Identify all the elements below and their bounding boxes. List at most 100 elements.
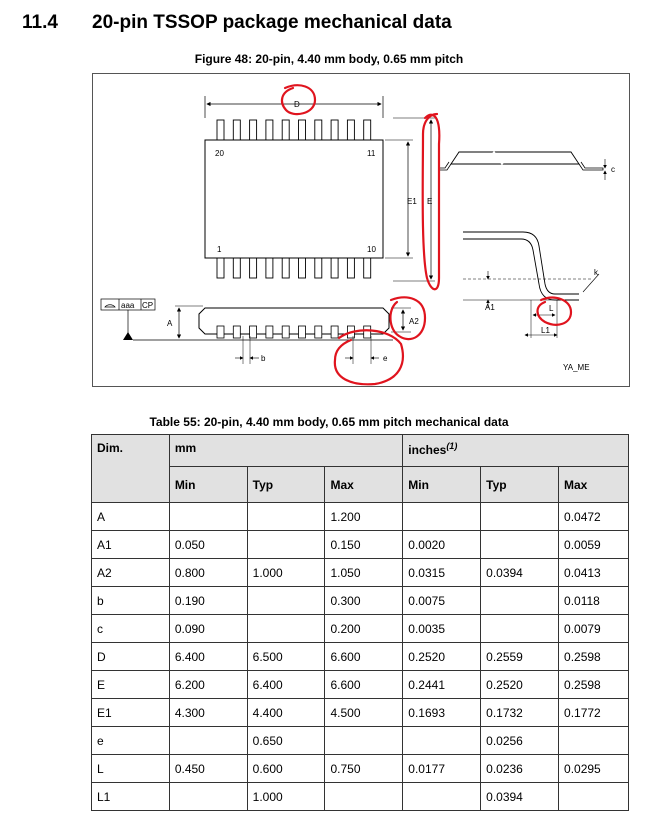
label-aaa: aaa <box>121 301 135 310</box>
cell: 6.600 <box>324 642 404 671</box>
cell: 6.600 <box>324 670 404 699</box>
header-dim: Dim. <box>91 434 170 503</box>
header-inches: inches(1) <box>402 434 629 467</box>
header-inches-label: inches <box>408 443 447 457</box>
cell <box>246 614 326 643</box>
label-a2: A2 <box>409 317 419 326</box>
cell: E1 <box>91 698 170 727</box>
label-cp: CP <box>142 301 153 310</box>
pins-top <box>216 119 372 141</box>
pin <box>249 257 258 279</box>
pins-bottom <box>216 257 372 279</box>
pin <box>249 119 258 141</box>
cell <box>246 586 326 615</box>
label-l1: L1 <box>541 326 550 335</box>
subheader-in-typ: Typ <box>480 466 560 503</box>
cell: 1.000 <box>246 782 326 811</box>
cell: 0.750 <box>324 754 404 783</box>
section-number: 11.4 <box>22 12 58 33</box>
cell: 0.0118 <box>558 586 629 615</box>
cell: 0.0256 <box>480 726 560 755</box>
pin <box>330 257 339 279</box>
cell <box>480 530 560 559</box>
pin <box>232 119 241 141</box>
header-mm: mm <box>168 434 404 467</box>
cell <box>402 782 482 811</box>
annotation-circle-e <box>421 112 441 291</box>
cell: 0.1732 <box>480 698 560 727</box>
cell: 0.0315 <box>402 558 482 587</box>
cell: A1 <box>91 530 170 559</box>
pin <box>265 325 274 339</box>
cell: 0.1693 <box>402 698 482 727</box>
pin <box>346 119 355 141</box>
cell: 0.2520 <box>480 670 560 699</box>
cell: A2 <box>91 558 170 587</box>
pin <box>363 257 372 279</box>
cell: 0.450 <box>168 754 248 783</box>
pin <box>281 119 290 141</box>
label-e1: E1 <box>407 197 417 206</box>
label-a1: A1 <box>485 303 495 312</box>
pin <box>216 257 225 279</box>
cell <box>480 614 560 643</box>
flatness-symbol-icon <box>104 304 116 308</box>
pin <box>265 257 274 279</box>
pin <box>346 257 355 279</box>
label-pin-10: 10 <box>367 245 376 254</box>
mechanical-data-table: Dim. mm inches(1) Min Typ Max Min Typ Ma… <box>91 434 629 811</box>
cell: 0.0020 <box>402 530 482 559</box>
cell: 0.2559 <box>480 642 560 671</box>
cell: 6.400 <box>246 670 326 699</box>
pin <box>298 119 306 141</box>
pin <box>265 119 274 141</box>
label-e: E <box>427 197 432 206</box>
cell <box>558 726 629 755</box>
cell <box>402 726 482 755</box>
cell: 0.300 <box>324 586 404 615</box>
package-drawing: D 20 11 1 10 E1 E <box>92 73 630 387</box>
subheader-mm-max: Max <box>324 466 404 503</box>
dimension-d: D <box>204 96 384 118</box>
cell: D <box>91 642 170 671</box>
cell: 0.050 <box>168 530 248 559</box>
pin <box>314 119 323 141</box>
dimension-e1: E1 <box>385 139 417 259</box>
cell: 6.400 <box>168 642 248 671</box>
label-k: k <box>594 268 599 277</box>
pin <box>330 325 339 339</box>
pin <box>298 257 306 279</box>
annotation-circle-e-pitch <box>333 329 404 386</box>
cell: 4.500 <box>324 698 404 727</box>
cell: e <box>91 726 170 755</box>
label-pin-11: 11 <box>367 149 376 158</box>
pin <box>232 257 241 279</box>
cell: 0.1772 <box>558 698 629 727</box>
cell: 0.0177 <box>402 754 482 783</box>
cell: 0.2598 <box>558 642 629 671</box>
cell <box>402 502 482 531</box>
cell: 0.0059 <box>558 530 629 559</box>
drawing-reference: YA_ME <box>563 363 590 372</box>
cell: 0.0079 <box>558 614 629 643</box>
cell: 0.090 <box>168 614 248 643</box>
cell: 1.000 <box>246 558 326 587</box>
label-d: D <box>294 100 300 109</box>
cell: 0.0394 <box>480 782 560 811</box>
package-body-top-view <box>204 139 384 259</box>
pin <box>314 257 323 279</box>
cell <box>324 726 404 755</box>
cell <box>168 782 248 811</box>
cell: 0.200 <box>324 614 404 643</box>
cell: 0.800 <box>168 558 248 587</box>
cell: b <box>91 586 170 615</box>
cell: 0.0413 <box>558 558 629 587</box>
